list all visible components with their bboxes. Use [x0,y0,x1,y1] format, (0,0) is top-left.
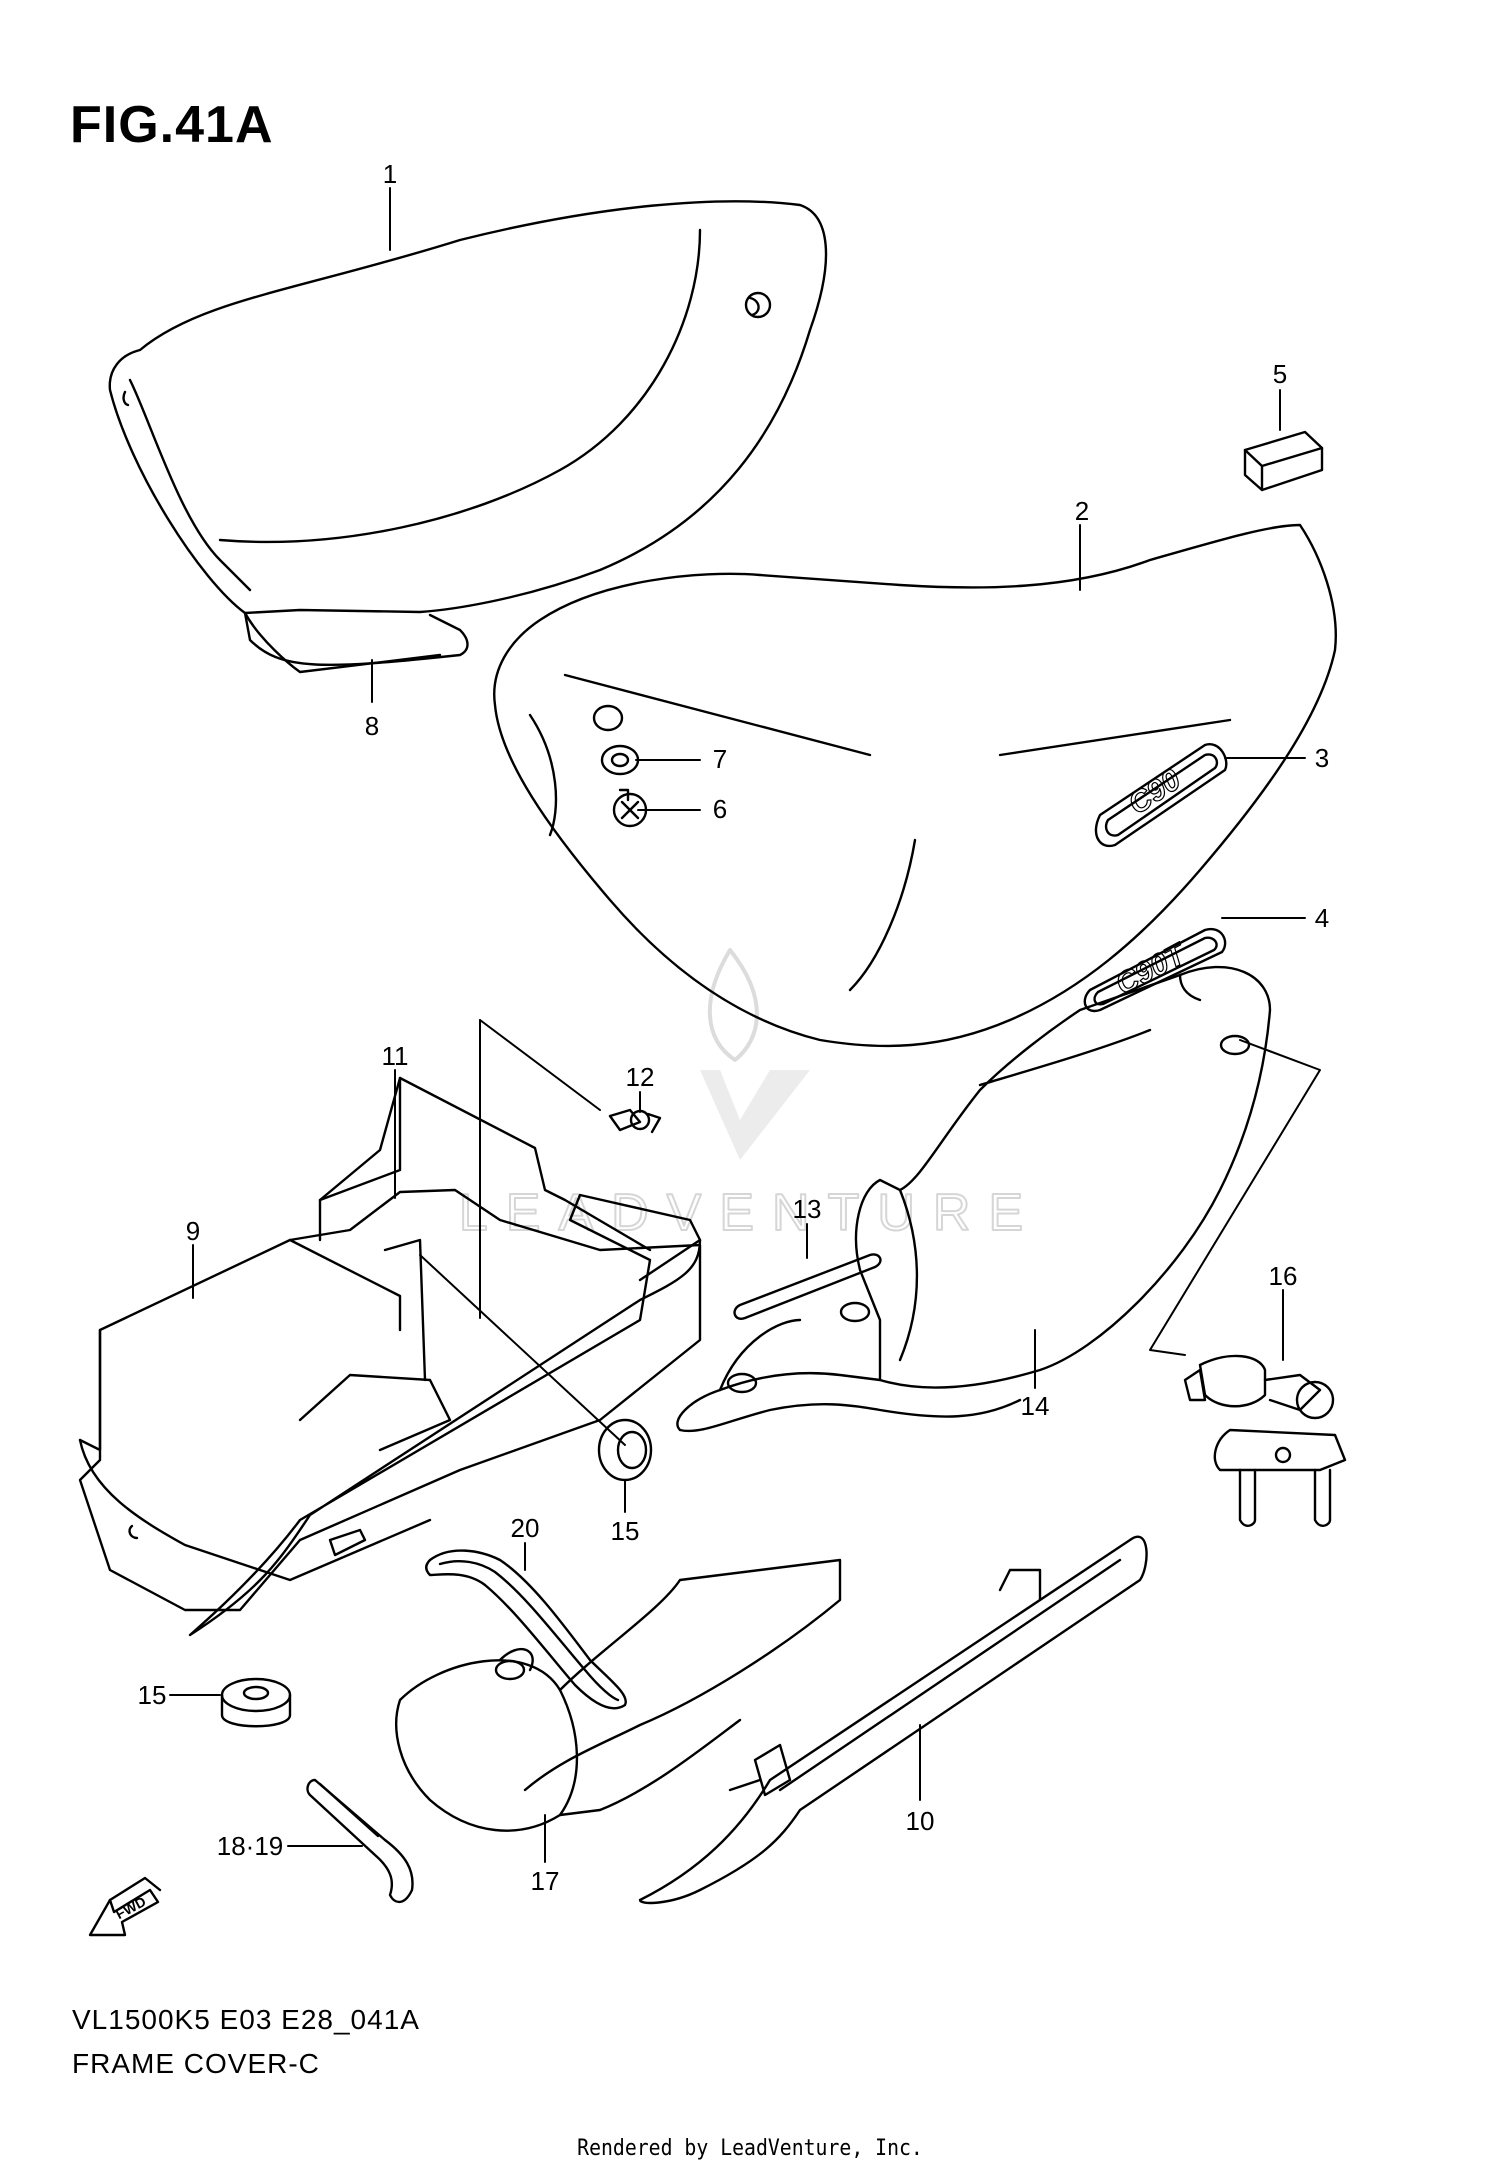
part-8-strip[interactable] [243,611,442,674]
part-12-bolt[interactable] [608,1108,662,1134]
callout-18-19: 18·19 [217,1831,284,1861]
callout-17: 17 [531,1866,560,1896]
part-13-rod[interactable] [733,1253,882,1320]
callout-15-middle: 15 [611,1516,640,1546]
drawing-name: FRAME COVER-C [72,2048,320,2079]
part-10-lower-cover[interactable] [638,1535,1148,1905]
callout-20: 20 [511,1513,540,1543]
callout-14: 14 [1021,1391,1050,1421]
part-15-grommet-left[interactable] [220,1677,292,1728]
part-3-emblem-c90[interactable]: C90 [1094,743,1228,848]
callout-11: 11 [382,1041,409,1071]
part-1-frame-cover[interactable] [108,200,828,667]
callout-2: 2 [1075,496,1089,526]
callout-13: 13 [793,1194,822,1224]
part-16-lock[interactable] [1183,1354,1347,1527]
part-6-screw[interactable] [612,788,648,828]
callout-1: 1 [383,159,397,189]
frame-rail[interactable] [188,1193,702,1637]
callout-15-left: 15 [138,1680,167,1710]
part-17-tool-bag[interactable] [395,1558,842,1832]
callout-8: 8 [365,711,379,741]
callout-3: 3 [1315,743,1329,773]
part-5-cushion[interactable] [1243,430,1324,492]
part-20-strap[interactable] [425,1549,627,1710]
fwd-arrow-icon: FWD [88,1876,162,1937]
part-7-grommet[interactable] [592,704,640,776]
callout-16: 16 [1269,1261,1298,1291]
emblem-c90t-text: C90T [1110,937,1193,1002]
callout-numbers: 1 2 3 4 5 6 7 8 9 10 11 12 13 14 15 15 1… [138,159,1330,1896]
leader-lines [169,187,1321,1863]
callout-4: 4 [1315,903,1329,933]
callout-9: 9 [186,1216,200,1246]
emblem-c90-text: C90 [1123,763,1187,821]
footer-credit: Rendered by LeadVenture, Inc. [577,2136,923,2161]
part-18-19-hex-wrench[interactable] [306,1778,414,1904]
callout-12: 12 [626,1062,655,1092]
part-14-side-cover[interactable] [676,965,1272,1433]
callout-10: 10 [906,1806,935,1836]
drawing-code: VL1500K5 E03 E28_041A [72,2004,420,2035]
part-2-frame-cover[interactable] [493,523,1337,1048]
part-9-battery-box[interactable] [78,1188,702,1612]
callout-6: 6 [713,794,727,824]
part-11-tray[interactable] [318,1076,652,1252]
callout-7: 7 [713,744,727,774]
callout-5: 5 [1273,359,1287,389]
watermark-logo [700,948,810,1160]
part-4-emblem-c90t[interactable]: C90T [1083,927,1227,1013]
figure-title: FIG.41A [70,96,274,154]
